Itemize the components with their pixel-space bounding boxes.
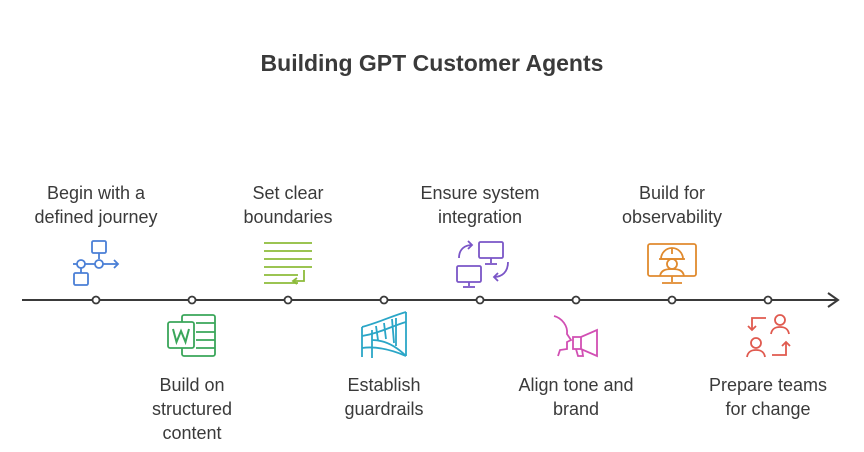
team-exchange-icon	[746, 314, 791, 358]
timeline-marker-1	[91, 295, 101, 305]
text-wrap-icon	[264, 242, 312, 285]
timeline-arrow-icon	[827, 292, 840, 308]
timeline-marker-8	[763, 295, 773, 305]
flowchart-icon	[73, 240, 120, 286]
step-8-label-line-2: for change	[725, 399, 811, 419]
diagram-title: Building GPT Customer Agents	[260, 50, 604, 76]
step-2-label: Build on structured content	[102, 373, 282, 445]
guardrail-icon	[361, 311, 407, 358]
step-7-label-line-2: observability	[621, 207, 723, 227]
step-7-label: Build for observability	[582, 181, 762, 229]
word-document-icon	[167, 314, 216, 357]
step-5-label: Ensure system integration	[390, 181, 570, 229]
step-8-label: Prepare teams for change	[678, 373, 858, 421]
step-6-label: Align tone and brand	[486, 373, 666, 421]
step-5-label-line-1: Ensure system	[420, 183, 540, 203]
step-3-label: Set clear boundaries	[198, 181, 378, 229]
step-3-label-line-1: Set clear	[252, 183, 324, 203]
step-4-label-line-1: Establish	[347, 375, 421, 395]
timeline-marker-5	[475, 295, 485, 305]
step-1-label-line-1: Begin with a	[46, 183, 146, 203]
step-8-label-line-1: Prepare teams	[708, 375, 828, 395]
step-6-label-line-1: Align tone and	[518, 375, 634, 395]
step-4-label-line-2: guardrails	[344, 399, 424, 419]
step-5-label-line-2: integration	[437, 207, 523, 227]
monitoring-engineer-icon	[647, 243, 697, 284]
timeline-marker-7	[667, 295, 677, 305]
timeline-marker-6	[571, 295, 581, 305]
timeline-marker-3	[283, 295, 293, 305]
monitor-sync-icon	[456, 240, 509, 288]
step-2-label-line-2: structured	[151, 399, 233, 419]
step-6-label-line-2: brand	[552, 399, 600, 419]
megaphone-icon	[553, 315, 598, 358]
step-2-label-line-1: Build on	[159, 375, 225, 395]
step-3-label-line-2: boundaries	[243, 207, 333, 227]
timeline-marker-4	[379, 295, 389, 305]
timeline-marker-2	[187, 295, 197, 305]
step-2-label-line-3: content	[162, 423, 222, 443]
step-1-label: Begin with a defined journey	[6, 181, 186, 229]
step-7-label-line-1: Build for	[638, 183, 706, 203]
step-1-label-line-2: defined journey	[34, 207, 158, 227]
step-4-label: Establish guardrails	[294, 373, 474, 421]
